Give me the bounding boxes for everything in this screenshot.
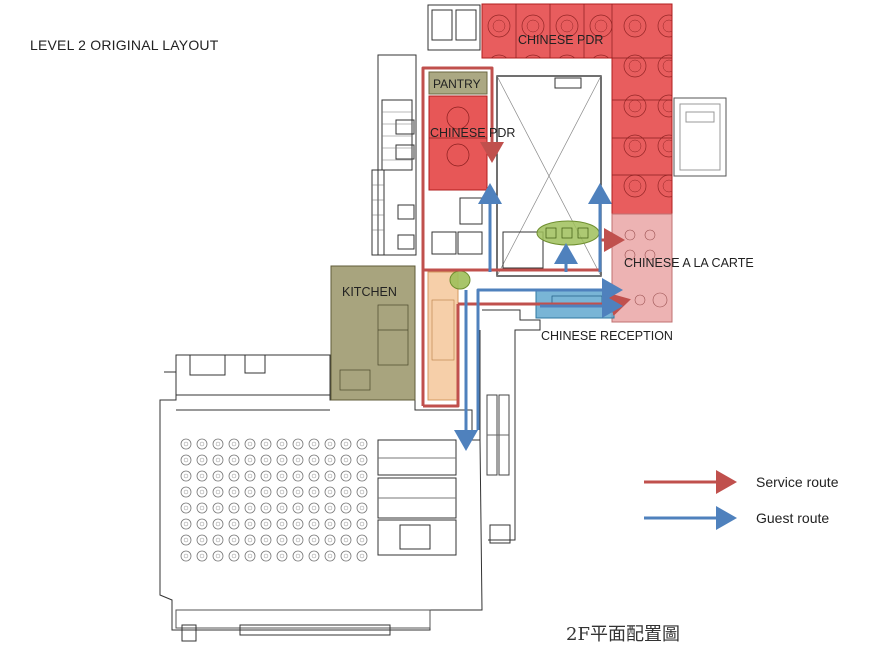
- label-chinese-reception: CHINESE RECEPTION: [541, 329, 673, 343]
- guest-route: [454, 183, 623, 451]
- label-kitchen: KITCHEN: [342, 285, 397, 299]
- legend-service-label: Service route: [756, 474, 839, 490]
- page-title: LEVEL 2 ORIGINAL LAYOUT: [30, 37, 219, 53]
- drawing-caption: 2F平面配置圖: [566, 624, 680, 645]
- label-chinese-pdr-top: CHINESE PDR: [518, 33, 604, 47]
- zone-kitchen: [330, 265, 416, 401]
- zone-chinese-pdr-left: [428, 95, 488, 191]
- zone-prep-area: [427, 271, 459, 401]
- zone-pantry: [428, 71, 488, 95]
- label-pantry: PANTRY: [433, 77, 481, 91]
- building-outline: [159, 4, 727, 642]
- ballroom-tables: [178, 436, 370, 564]
- label-chinese-pdr-left: CHINESE PDR: [430, 126, 516, 140]
- zone-lift-lobby: [449, 220, 600, 290]
- legend-guest-label: Guest route: [756, 510, 830, 526]
- label-chinese-a-la-carte: CHINESE A LA CARTE: [624, 256, 754, 270]
